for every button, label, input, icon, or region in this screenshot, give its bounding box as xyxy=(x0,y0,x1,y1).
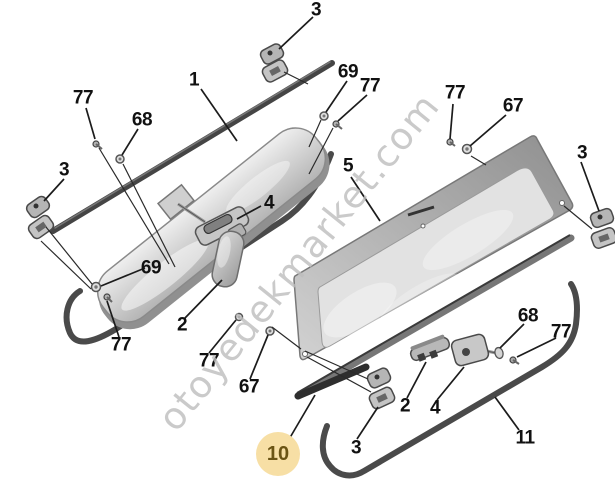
callout-1: 1 xyxy=(188,69,200,91)
glass-panel-5 xyxy=(293,135,574,361)
callout-77-bottom-left: 77 xyxy=(110,334,132,356)
callout-77-right-bot: 77 xyxy=(550,321,572,343)
callout-69-bottom: 69 xyxy=(140,257,162,279)
callout-3-top: 3 xyxy=(310,0,322,21)
bottom-weatherstrip-11 xyxy=(319,281,580,479)
bracket-4-right xyxy=(450,333,504,367)
grommet-77-mid xyxy=(234,312,244,322)
callout-3-bottom: 3 xyxy=(350,437,362,459)
callout-2-left: 2 xyxy=(176,314,188,336)
highlighted-callout-10[interactable]: 10 xyxy=(256,432,300,476)
grommet-67-right-top xyxy=(461,143,473,155)
handle-2-left xyxy=(211,223,247,288)
grommet-69-top xyxy=(319,111,329,121)
callout-68-left: 68 xyxy=(131,109,153,131)
clip-3-bottom xyxy=(366,367,396,410)
callout-67-mid: 67 xyxy=(238,376,260,398)
callout-3-left: 3 xyxy=(58,159,70,181)
leader-lines xyxy=(43,16,600,442)
screw-77-bottom-left xyxy=(103,293,113,303)
grommet-67-mid xyxy=(265,326,275,336)
screw-77-bottom-right xyxy=(509,356,520,365)
clip-3-left xyxy=(25,195,55,240)
grommet-69-bottom xyxy=(90,281,102,293)
callout-77-right-top: 77 xyxy=(444,82,466,104)
glazing-strip-10 xyxy=(294,234,575,400)
callout-68-right: 68 xyxy=(517,305,539,327)
mounting-axis-lines xyxy=(40,71,593,393)
screw-77-top-mid xyxy=(332,120,343,130)
latch-2-right xyxy=(409,334,451,362)
callout-77-mid: 77 xyxy=(198,350,220,372)
callout-3-right: 3 xyxy=(576,142,588,164)
screw-77-top-left xyxy=(92,140,103,150)
callout-5: 5 xyxy=(342,155,354,177)
callout-77-top-mid: 77 xyxy=(359,75,381,97)
callout-77-top-left: 77 xyxy=(72,87,94,109)
callout-11: 11 xyxy=(515,427,535,449)
clip-3-top xyxy=(259,43,289,83)
callout-2-right: 2 xyxy=(399,395,411,417)
callout-4-right: 4 xyxy=(429,397,441,419)
screw-77-right-top xyxy=(446,138,456,147)
callout-4-left: 4 xyxy=(263,192,275,214)
top-seal-strip xyxy=(50,60,335,234)
callout-67-right-top: 67 xyxy=(502,95,524,117)
callout-69-top: 69 xyxy=(337,61,359,83)
clip-3-right xyxy=(589,207,615,249)
grommet-68-left xyxy=(115,154,125,164)
